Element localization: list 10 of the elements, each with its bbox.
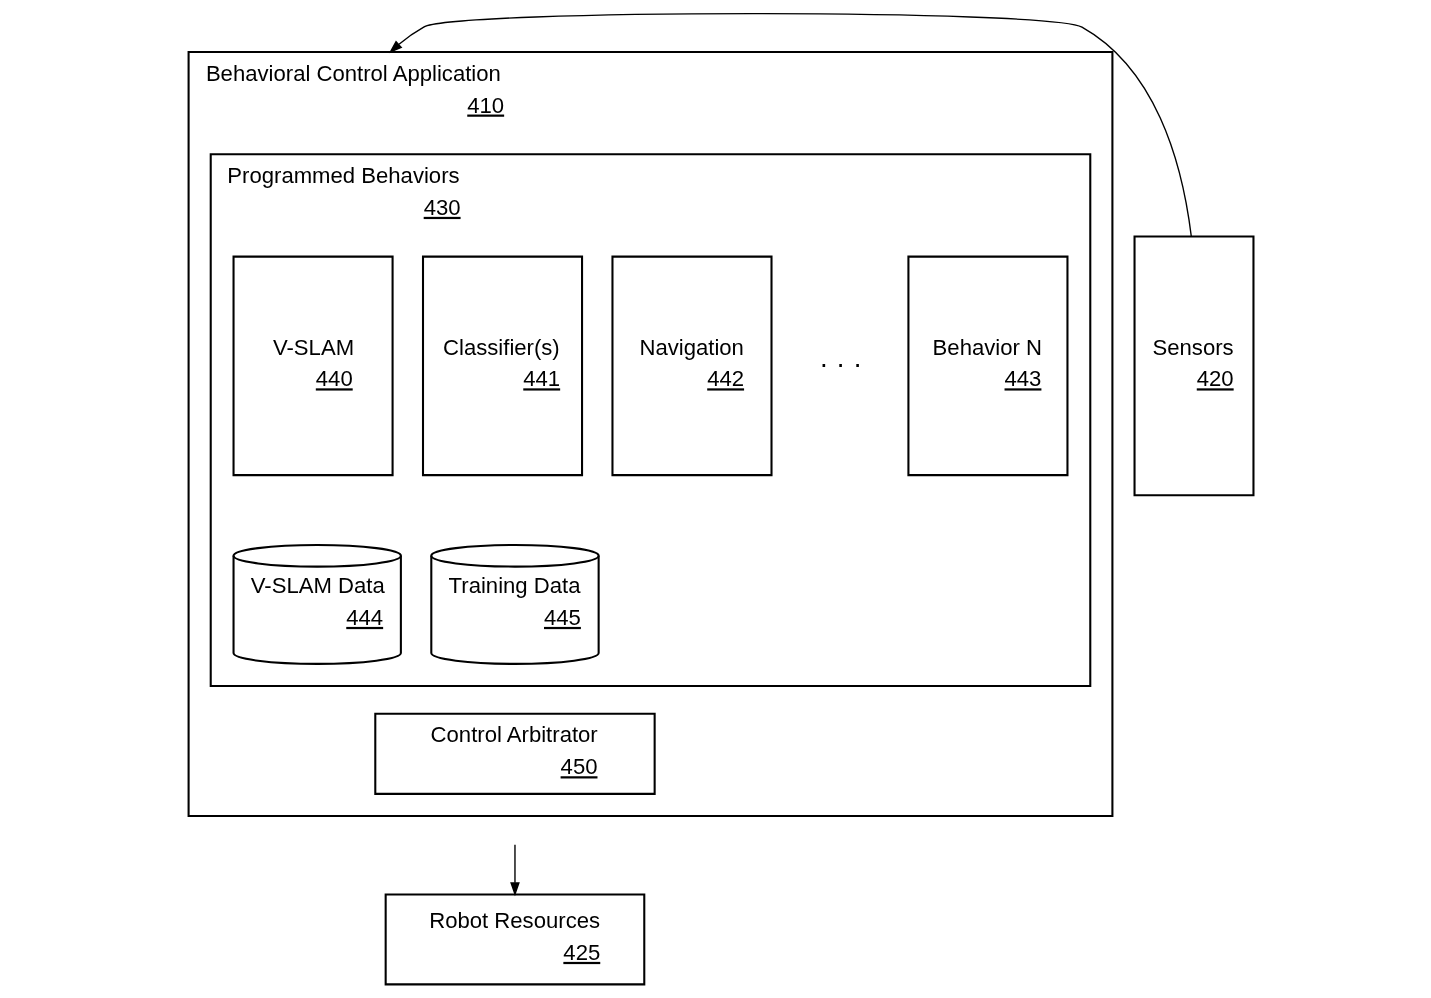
node-box: Navigation 442 — [611, 255, 773, 477]
node-box: Classifier(s) 441 — [421, 255, 584, 477]
node-box: Control Arbitrator 450 — [374, 712, 656, 795]
node-box: V-SLAM 440 — [232, 255, 394, 477]
label: · · · — [819, 347, 863, 379]
node-box: Sensors 420 — [1133, 235, 1255, 497]
node-box: Robot Resources 425 — [384, 893, 646, 986]
node-box: Behavior N 443 — [907, 255, 1069, 477]
arrow — [510, 844, 520, 897]
arrow — [388, 12, 1192, 238]
